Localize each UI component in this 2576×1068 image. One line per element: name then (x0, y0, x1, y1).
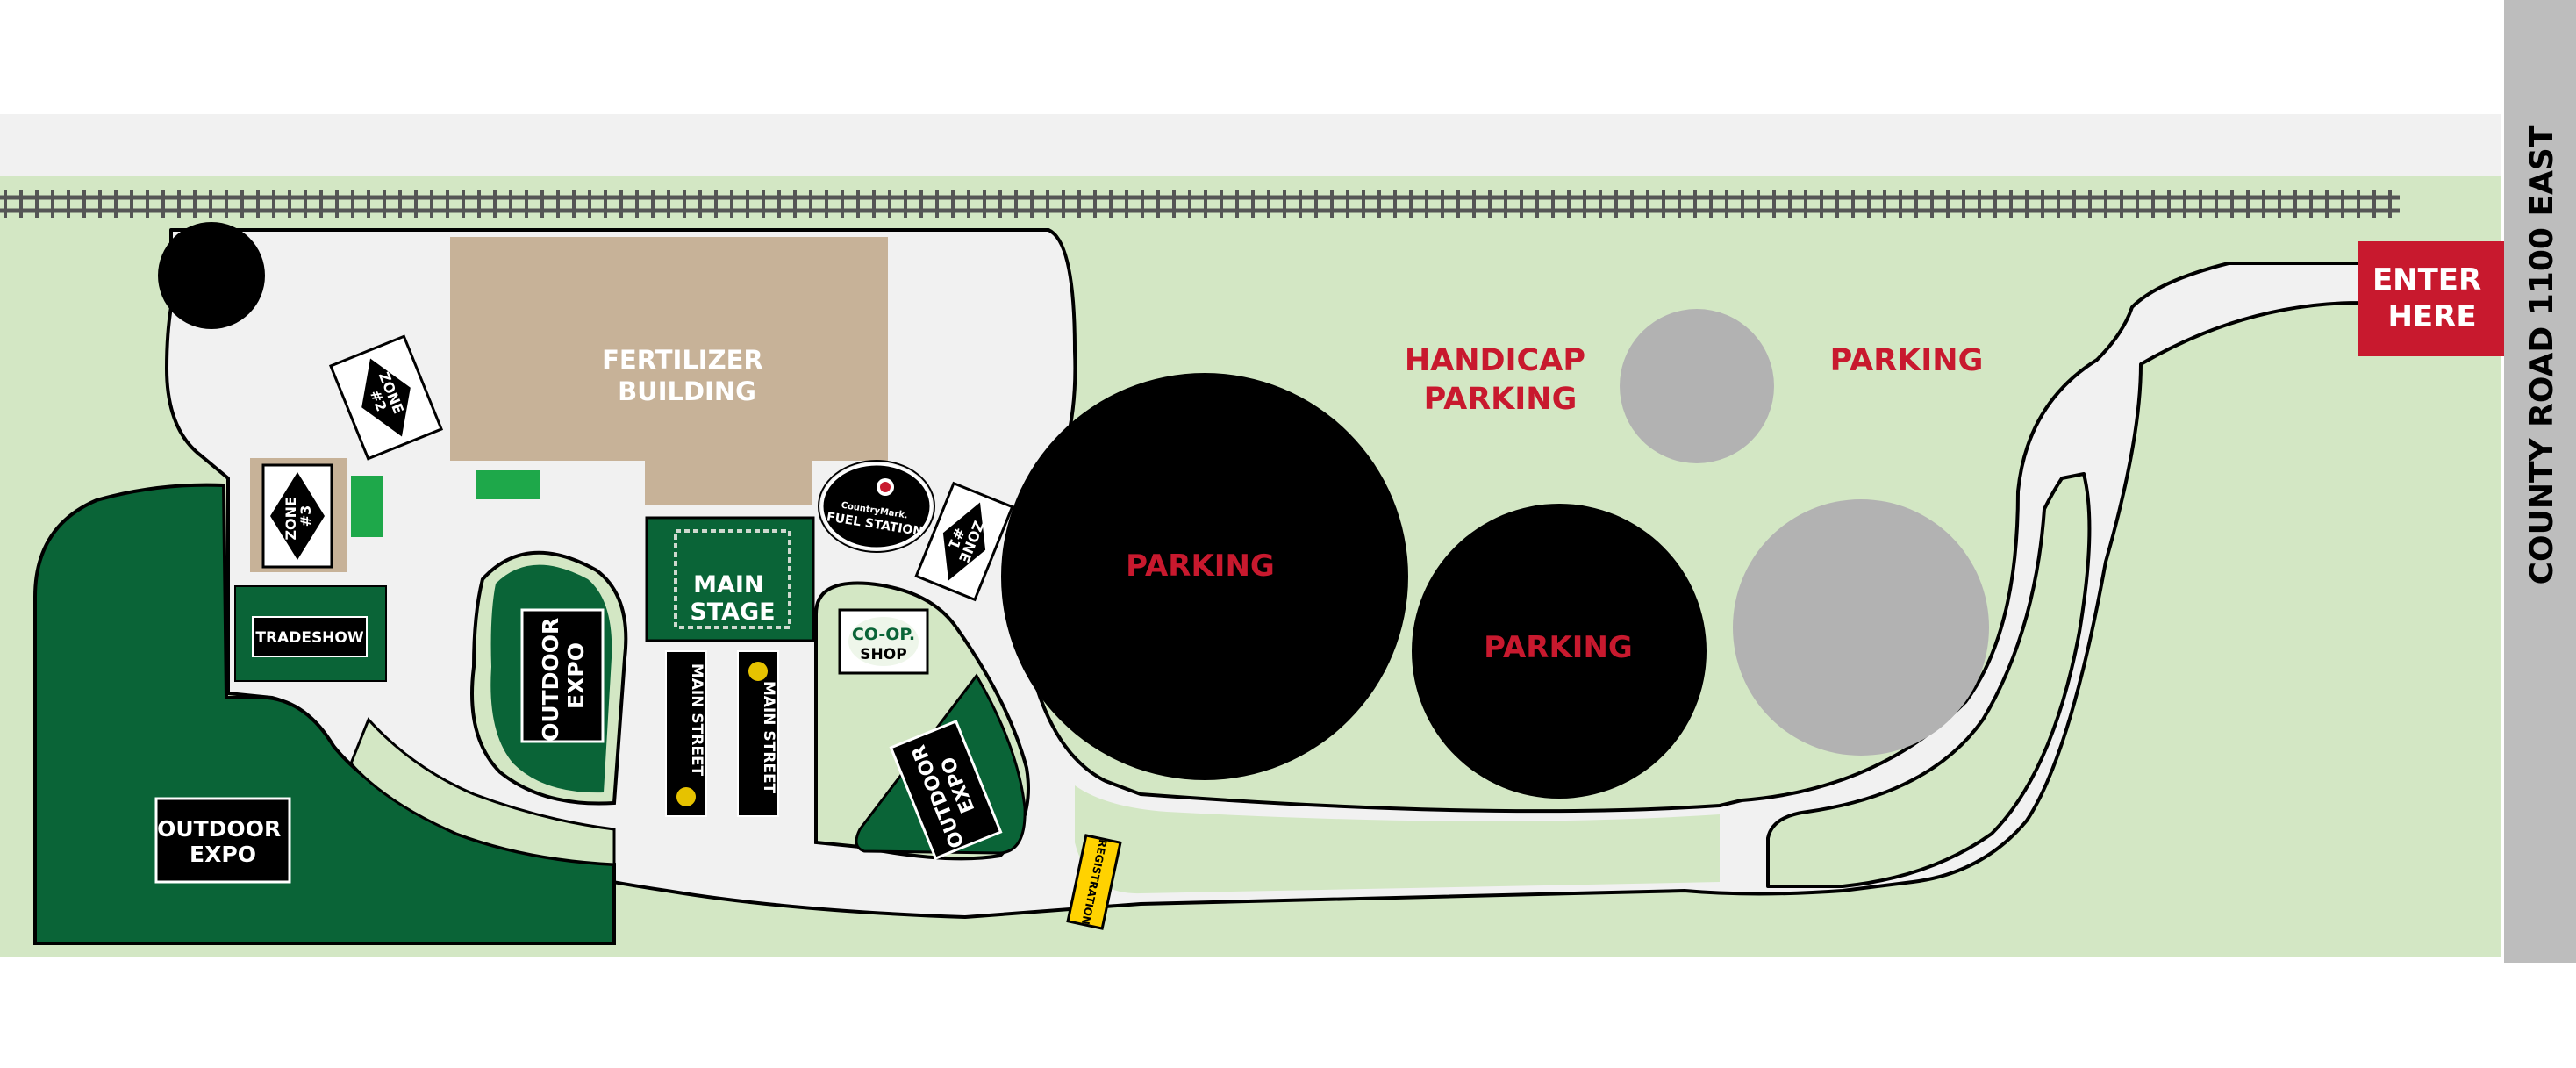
main-street-label-2: MAIN STREET (760, 681, 777, 794)
lawn-strip (349, 717, 616, 866)
gray-lot-small (1620, 309, 1774, 463)
outdoor-expo-center-label: EXPO (563, 642, 589, 709)
fertilizer-building-label: BUILDING (618, 376, 756, 406)
main-street-label-1: MAIN STREET (688, 663, 705, 777)
outdoor-expo-right-sign[interactable]: OUTDOOR EXPO (889, 720, 1003, 860)
zone-3-sign[interactable]: ZONE #3 (250, 458, 347, 572)
parking-label-large: PARKING (1126, 548, 1275, 584)
coop-shop[interactable]: CO-OP. SHOP (838, 608, 929, 675)
svg-text:HANDICAP PARKING: HANDICAP PARKING (1405, 343, 1596, 417)
tradeshow-label: TRADESHOW (255, 629, 363, 647)
coop-shop-label: SHOP (860, 646, 906, 663)
county-road-label: COUNTY ROAD 1100 EAST (2524, 125, 2560, 584)
parking-lot-large[interactable] (1001, 373, 1408, 780)
main-stage-label: STAGE (690, 599, 775, 626)
outdoor-expo-center-sign[interactable]: OUTDOOR EXPO (520, 608, 605, 743)
county-road (2504, 0, 2576, 963)
upper-strip (0, 114, 2501, 180)
fertilizer-building (450, 237, 888, 505)
svg-text:ENTER HERE: ENTER HERE (2372, 262, 2492, 334)
svg-text:ZONE #3: ZONE #3 (283, 491, 314, 540)
fuel-station[interactable]: CountryMark. FUEL STATION (818, 460, 935, 553)
registration-booth[interactable]: REGISTRATION (1066, 834, 1122, 930)
svg-text:OUTDOOR EXPO: OUTDOOR EXPO (538, 610, 589, 742)
outdoor-expo-center-label: OUTDOOR (538, 618, 563, 742)
main-stage[interactable]: MAIN STAGE (645, 516, 815, 642)
svg-text:SHOP: SHOP (860, 646, 906, 663)
enter-here-label: ENTER (2372, 262, 2481, 297)
zone-3-label: #3 (297, 505, 314, 527)
handicap-parking-label: HANDICAP (1405, 343, 1585, 378)
parking-lot-medium[interactable] (1412, 504, 1707, 799)
main-street-sign-2[interactable]: MAIN STREET (737, 650, 779, 817)
svg-text:FERTILIZER BUILDING: FERTILIZER BUILDING (602, 345, 772, 406)
outdoor-expo-left-label: OUTDOOR (157, 816, 281, 842)
parking-label-medium: PARKING (1484, 630, 1633, 665)
pond-circle (158, 222, 265, 329)
tradeshow-area[interactable]: TRADESHOW (234, 585, 387, 682)
railroad-track (0, 190, 2400, 218)
main-stage-label: MAIN (693, 571, 763, 599)
main-street-sign-1[interactable]: MAIN STREET (665, 650, 707, 817)
parking-label-top-right: PARKING (1830, 343, 1984, 378)
gray-lot-large (1733, 499, 1989, 756)
zone-3-label: ZONE (283, 497, 299, 541)
fertilizer-building-label: FERTILIZER (602, 345, 763, 375)
svg-text:MAIN STAGE: MAIN STAGE (690, 571, 775, 626)
svg-text:CO-OP.: CO-OP. (852, 625, 915, 644)
svg-text:OUTDOOR EXPO: OUTDOOR EXPO (157, 816, 289, 867)
coop-shop-label: CO-OP. (852, 625, 915, 644)
handicap-parking-label: PARKING (1424, 382, 1578, 417)
road-loop-lawn (1766, 472, 2092, 888)
zone-2-sign[interactable]: ZONE #2 (328, 334, 444, 461)
outdoor-expo-left-sign[interactable]: OUTDOOR EXPO (154, 797, 291, 884)
outdoor-expo-left-label: EXPO (190, 842, 256, 867)
right-lawn (1075, 785, 1720, 894)
green-marker (351, 476, 383, 537)
zone-1-sign[interactable]: ZONE #1 (914, 481, 1014, 602)
enter-here-label: HERE (2387, 299, 2476, 334)
green-marker (476, 470, 540, 499)
enter-here-sign[interactable]: ENTER HERE (2358, 241, 2506, 356)
